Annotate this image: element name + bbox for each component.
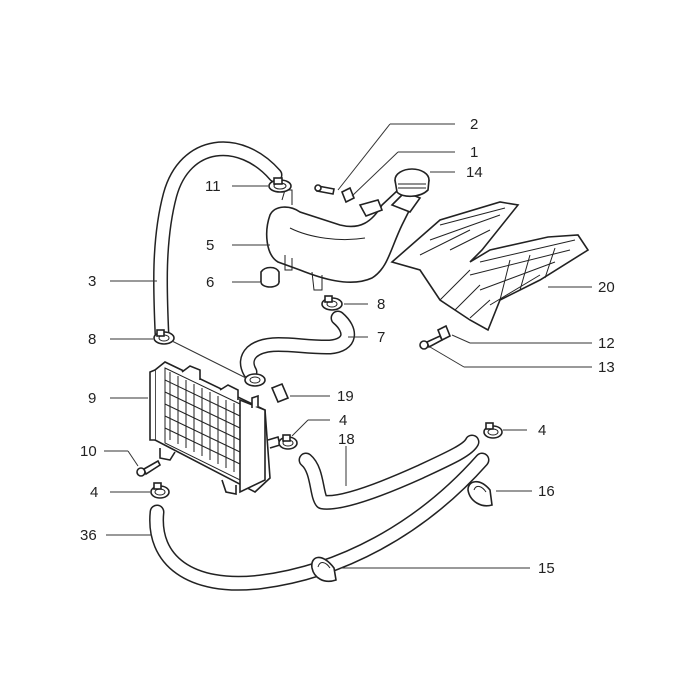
mounting-plate bbox=[358, 199, 384, 217]
callout-5: 5 bbox=[206, 237, 214, 254]
callout-8-right: 8 bbox=[377, 296, 385, 313]
callout-7: 7 bbox=[377, 329, 385, 346]
callout-8-left: 8 bbox=[88, 331, 96, 348]
callout-13: 13 bbox=[598, 359, 615, 376]
clamp-8-left bbox=[153, 329, 175, 345]
callout-14: 14 bbox=[466, 164, 483, 181]
screw-10 bbox=[136, 459, 162, 477]
callout-19: 19 bbox=[337, 388, 354, 405]
callout-16: 16 bbox=[538, 483, 555, 500]
clamp-4-right bbox=[483, 422, 503, 439]
radiator-9 bbox=[149, 361, 281, 495]
clamp-4-left bbox=[150, 482, 170, 499]
leader-lines bbox=[104, 123, 592, 569]
screw-2 bbox=[314, 184, 335, 195]
callout-4-center: 4 bbox=[339, 412, 347, 429]
callout-4-left: 4 bbox=[90, 484, 98, 501]
callout-11: 11 bbox=[205, 178, 221, 195]
grommet-6 bbox=[260, 266, 280, 288]
clamp-8-lower bbox=[244, 373, 266, 387]
expansion-tank-5 bbox=[265, 188, 413, 291]
clamp-8-upper bbox=[321, 295, 343, 311]
hose-3 bbox=[153, 141, 283, 343]
screw-13 bbox=[419, 334, 444, 350]
clip-19 bbox=[270, 382, 290, 404]
callout-15: 15 bbox=[538, 560, 555, 577]
clip-16 bbox=[467, 480, 493, 507]
callout-20: 20 bbox=[598, 279, 615, 296]
callout-10: 10 bbox=[80, 443, 97, 460]
fan-shroud-20 bbox=[390, 201, 590, 332]
clip-15 bbox=[311, 556, 337, 583]
clamp-4-center bbox=[278, 434, 298, 450]
callouts: 2 1 14 11 5 6 3 8 8 7 20 12 13 9 19 4 18… bbox=[80, 116, 615, 577]
clamp-11 bbox=[268, 177, 292, 193]
callout-2: 2 bbox=[470, 116, 478, 133]
callout-9: 9 bbox=[88, 390, 96, 407]
callout-12: 12 bbox=[598, 335, 615, 352]
hose-7 bbox=[239, 310, 355, 380]
hose-18 bbox=[298, 434, 480, 510]
filler-cap-14 bbox=[390, 168, 430, 213]
callout-36: 36 bbox=[80, 527, 97, 544]
callout-3: 3 bbox=[88, 273, 96, 290]
callout-1: 1 bbox=[470, 144, 478, 161]
callout-4-right: 4 bbox=[538, 422, 546, 439]
callout-6: 6 bbox=[206, 274, 214, 291]
callout-18: 18 bbox=[338, 431, 355, 448]
hose-36 bbox=[149, 452, 490, 591]
bracket-1 bbox=[340, 186, 356, 204]
